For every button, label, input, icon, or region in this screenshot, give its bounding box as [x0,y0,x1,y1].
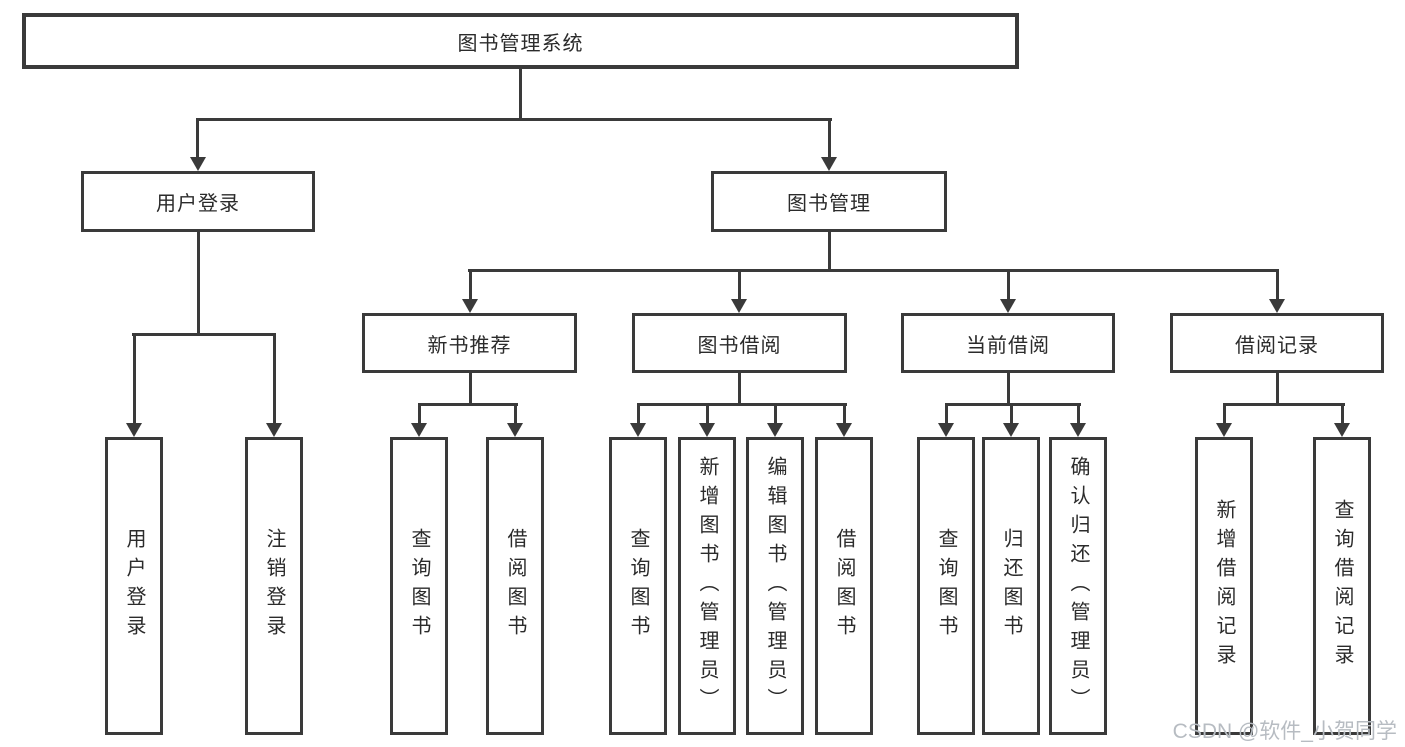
arrowhead-down-icon [411,423,427,437]
node-label: 用户登录 [123,528,145,644]
node-label: 图书管理 [787,193,871,215]
connector-line [514,403,517,424]
node-new-book-recommend: 新书推荐 [362,313,577,373]
node-label: 新增图书（管理员） [696,455,718,717]
arrowhead-down-icon [767,423,783,437]
node-label: 借阅图书 [504,528,526,644]
node-label: 借阅图书 [833,528,855,644]
node-leaf-query-books: 查询图书 [917,437,975,735]
node-label: 图书管理系统 [457,32,584,55]
node-label: 查询图书 [408,528,430,644]
node-leaf-user-login: 用户登录 [105,437,163,735]
connector-line [1007,269,1010,301]
connector-line [196,118,199,158]
arrowhead-down-icon [1269,299,1285,313]
node-leaf-borrow-books: 借阅图书 [815,437,873,735]
node-leaf-confirm-return-admin: 确认归还（管理员） [1049,437,1107,735]
node-label: 用户登录 [156,193,240,215]
connector-line [418,403,518,406]
node-leaf-query-books: 查询图书 [390,437,448,735]
connector-line [1341,403,1344,424]
node-label: 查询图书 [935,528,957,644]
node-book-borrow: 图书借阅 [632,313,847,373]
node-book-management: 图书管理 [711,171,947,232]
connector-line [1010,403,1013,424]
connector-line [519,69,522,121]
node-label: 图书借阅 [697,334,782,357]
node-leaf-edit-books-admin: 编辑图书（管理员） [746,437,804,735]
arrowhead-down-icon [1003,423,1019,437]
node-label: 新书推荐 [427,334,512,357]
connector-line [774,403,777,424]
node-library-management-system: 图书管理系统 [22,13,1019,69]
connector-line [843,403,846,424]
node-leaf-borrow-books: 借阅图书 [486,437,544,735]
node-label: 查询图书 [627,528,649,644]
node-borrow-records: 借阅记录 [1170,313,1384,373]
connector-line [738,373,741,406]
arrowhead-down-icon [731,299,747,313]
connector-line [738,269,741,301]
connector-line [196,118,832,121]
connector-line [1223,403,1345,406]
node-label: 编辑图书（管理员） [764,455,786,717]
node-label: 查询借阅记录 [1331,499,1353,673]
arrowhead-down-icon [821,157,837,171]
connector-line [945,403,1081,406]
arrowhead-down-icon [1000,299,1016,313]
arrowhead-down-icon [1070,423,1086,437]
connector-line [828,118,831,158]
connector-line [469,373,472,406]
node-label: 注销登录 [263,528,285,644]
arrowhead-down-icon [462,299,478,313]
connector-line [945,403,948,424]
node-leaf-add-borrow-record: 新增借阅记录 [1195,437,1253,735]
connector-line [828,232,831,272]
arrowhead-down-icon [699,423,715,437]
node-leaf-query-borrow-record: 查询借阅记录 [1313,437,1371,735]
connector-line [197,232,200,336]
node-label: 新增借阅记录 [1213,499,1235,673]
node-label: 确认归还（管理员） [1067,455,1089,717]
node-leaf-query-books: 查询图书 [609,437,667,735]
node-label: 当前借阅 [966,334,1050,357]
arrowhead-down-icon [836,423,852,437]
node-leaf-logout: 注销登录 [245,437,303,735]
arrowhead-down-icon [126,423,142,437]
arrowhead-down-icon [1334,423,1350,437]
node-leaf-add-books-admin: 新增图书（管理员） [678,437,736,735]
node-leaf-return-books: 归还图书 [982,437,1040,735]
connector-line [1223,403,1226,424]
arrowhead-down-icon [507,423,523,437]
arrowhead-down-icon [630,423,646,437]
connector-line [273,333,276,424]
node-current-borrow: 当前借阅 [901,313,1115,373]
connector-line [1077,403,1080,424]
arrowhead-down-icon [190,157,206,171]
connector-line [469,269,472,301]
connector-line [1276,373,1279,406]
connector-line [637,403,847,406]
connector-line [468,269,1279,272]
connector-line [1276,269,1279,301]
node-label: 归还图书 [1000,528,1022,644]
connector-line [133,333,136,424]
node-label: 借阅记录 [1235,334,1319,357]
connector-line [706,403,709,424]
arrowhead-down-icon [266,423,282,437]
arrowhead-down-icon [1216,423,1232,437]
csdn-watermark: CSDN @软件_小贺同学 [1172,720,1397,743]
node-user-login: 用户登录 [81,171,315,232]
arrowhead-down-icon [938,423,954,437]
connector-line [1007,373,1010,406]
connector-line [418,403,421,424]
connector-line [637,403,640,424]
connector-line [132,333,276,336]
